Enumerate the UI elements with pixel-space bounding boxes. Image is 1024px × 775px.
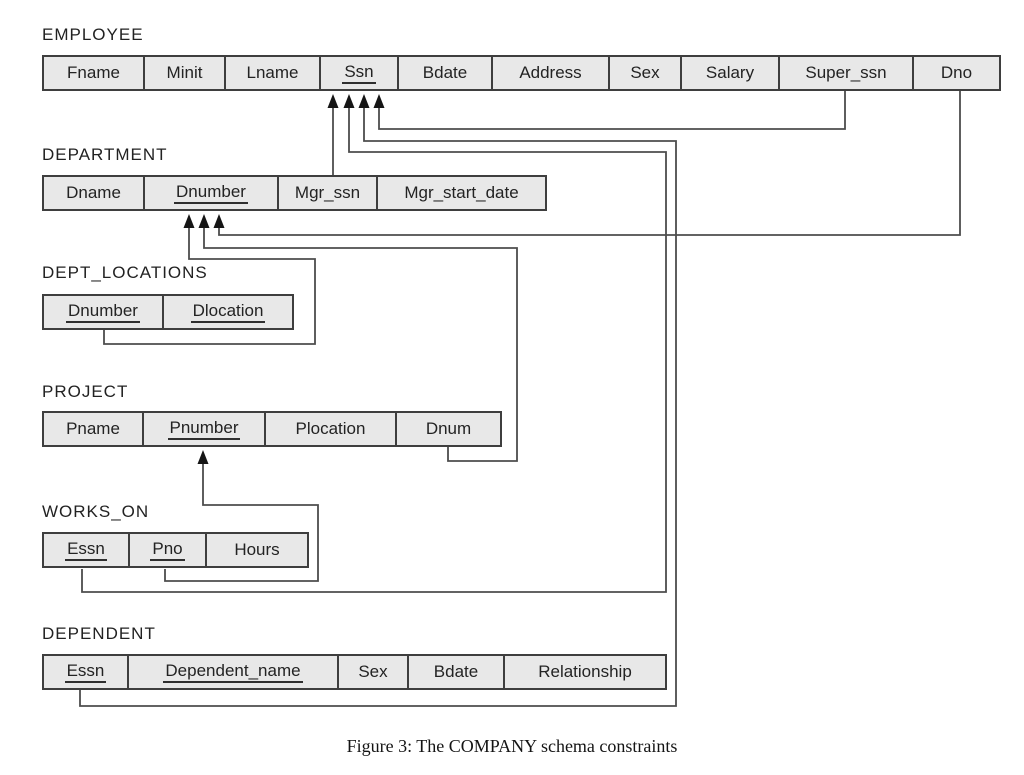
table-name-works_on: WORKS_ON [42,502,150,521]
attribute-cell-hours: Hours [207,534,307,566]
attribute-cell-pno: Pno [130,534,207,566]
attribute-cell-ssn: Ssn [321,57,399,89]
fk-line-super_ssn-to-ssn [373,91,846,130]
attribute-cell-sex: Sex [339,656,409,688]
attribute-cell-dnumber: Dnumber [145,177,279,209]
attribute-cell-bdate: Bdate [409,656,505,688]
attribute-cell-sex: Sex [610,57,682,89]
attribute-cell-dno: Dno [914,57,999,89]
table-name-project: PROJECT [42,382,129,401]
fk-line-works_on-essn-to-ssn [81,94,667,593]
table-department: Dname Dnumber Mgr_ssn Mgr_start_date [42,175,547,211]
figure-caption: Figure 3: The COMPANY schema constraints [346,736,678,756]
table-name-dependent: DEPENDENT [42,624,156,643]
attribute-cell-essn: Essn [44,656,129,688]
fk-line-dno-to-dnumber [213,91,961,236]
attribute-cell-salary: Salary [682,57,780,89]
fk-line-mgr_ssn-to-ssn [327,94,339,175]
table-name-department: DEPARTMENT [42,145,168,164]
attribute-cell-mgr_start_date: Mgr_start_date [378,177,545,209]
attribute-cell-fname: Fname [44,57,145,89]
attribute-cell-address: Address [493,57,610,89]
table-project: Pname Pnumber Plocation Dnum [42,411,502,447]
attribute-cell-dlocation: Dlocation [164,296,292,328]
attribute-cell-relationship: Relationship [505,656,665,688]
attribute-cell-plocation: Plocation [266,413,397,445]
table-name-dept_locations: DEPT_LOCATIONS [42,263,208,282]
attribute-cell-mgr_ssn: Mgr_ssn [279,177,378,209]
table-name-employee: EMPLOYEE [42,25,144,44]
table-works_on: Essn Pno Hours [42,532,309,568]
table-dept_locations: Dnumber Dlocation [42,294,294,330]
attribute-cell-dnumber: Dnumber [44,296,164,328]
attribute-cell-dnum: Dnum [397,413,500,445]
attribute-cell-bdate: Bdate [399,57,493,89]
attribute-cell-dependent_name: Dependent_name [129,656,339,688]
attribute-cell-lname: Lname [226,57,321,89]
table-dependent: Essn Dependent_name Sex Bdate Relationsh… [42,654,667,690]
attribute-cell-super_ssn: Super_ssn [780,57,914,89]
attribute-cell-dname: Dname [44,177,145,209]
attribute-cell-pname: Pname [44,413,144,445]
attribute-cell-minit: Minit [145,57,226,89]
attribute-cell-pnumber: Pnumber [144,413,266,445]
table-employee: Fname Minit Lname Ssn Bdate Address Sex … [42,55,1001,91]
attribute-cell-essn: Essn [44,534,130,566]
